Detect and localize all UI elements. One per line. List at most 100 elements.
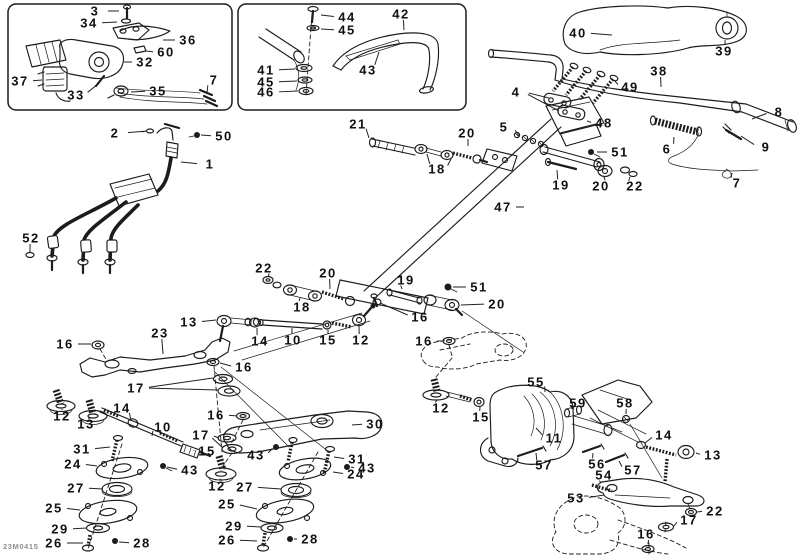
callout-56: 56 xyxy=(588,457,605,472)
callout-13: 13 xyxy=(704,448,721,463)
callout-44: 44 xyxy=(338,10,355,25)
callout-leader xyxy=(257,486,282,490)
grab-handle-inset xyxy=(237,3,467,111)
callout-7: 7 xyxy=(733,176,742,191)
callout-5: 5 xyxy=(500,120,509,135)
callout-4: 4 xyxy=(512,85,521,100)
callout-leader xyxy=(219,362,232,367)
callout-leader xyxy=(267,448,273,454)
callout-leader xyxy=(151,430,154,437)
callout-57: 57 xyxy=(624,463,641,478)
callout-leader xyxy=(556,169,559,180)
steering-arm-cluster-art xyxy=(205,366,383,552)
callout-leader xyxy=(130,90,146,93)
steering-column-art xyxy=(335,118,638,315)
callout-12: 12 xyxy=(432,401,449,416)
callout-leader xyxy=(647,539,650,545)
callout-leader xyxy=(211,437,224,449)
handlebar-assembly-art xyxy=(487,5,797,179)
callout-18: 18 xyxy=(428,162,445,177)
callout-14: 14 xyxy=(655,428,672,443)
callout-leader xyxy=(460,303,485,306)
callout-leader xyxy=(695,452,701,455)
callout-leader xyxy=(278,68,296,71)
callout-17: 17 xyxy=(680,513,697,528)
callout-leader xyxy=(447,158,452,166)
grab-handle-assembly-art xyxy=(258,5,440,96)
callout-12: 12 xyxy=(208,479,225,494)
callout-leader xyxy=(246,525,262,528)
callout-37: 37 xyxy=(11,74,28,89)
callout-51: 51 xyxy=(611,145,628,160)
callout-leader xyxy=(213,435,220,439)
callout-leader xyxy=(618,460,623,467)
callout-leader xyxy=(426,153,431,165)
callout-leader xyxy=(400,285,403,290)
callout-leader xyxy=(85,464,98,467)
callout-41: 41 xyxy=(257,63,274,78)
callout-12: 12 xyxy=(53,409,70,424)
callout-3: 3 xyxy=(91,4,100,19)
callout-59: 59 xyxy=(569,396,586,411)
callout-34: 34 xyxy=(80,16,97,31)
callout-leader xyxy=(570,407,575,410)
callout-leader xyxy=(161,338,164,355)
callout-leader xyxy=(434,399,438,403)
callout-leader xyxy=(402,19,405,31)
callout-22: 22 xyxy=(626,179,643,194)
callout-50: 50 xyxy=(215,129,232,144)
callout-leader xyxy=(148,377,214,388)
callout-16: 16 xyxy=(411,310,428,325)
callout-14: 14 xyxy=(251,334,268,349)
callout-leader xyxy=(32,79,43,82)
callout-48: 48 xyxy=(595,116,612,131)
callout-8: 8 xyxy=(775,105,784,120)
callout-leader xyxy=(588,494,605,498)
callout-53: 53 xyxy=(567,491,584,506)
callout-25: 25 xyxy=(45,501,62,516)
callout-leader xyxy=(350,466,355,469)
callout-7: 7 xyxy=(210,73,219,88)
callout-leader xyxy=(333,456,345,459)
callout-leader xyxy=(365,128,370,139)
callout-leader xyxy=(673,521,678,527)
callout-leader xyxy=(267,273,270,278)
steering-support-cluster-art xyxy=(420,331,705,555)
callout-leader xyxy=(180,161,198,165)
callout-43: 43 xyxy=(181,463,198,478)
callout-leader xyxy=(148,387,219,391)
callout-9: 9 xyxy=(762,140,771,155)
callout-28: 28 xyxy=(133,536,150,551)
callout-17: 17 xyxy=(127,381,144,396)
callout-leader xyxy=(298,297,301,302)
callout-leader xyxy=(94,446,111,450)
callout-16: 16 xyxy=(56,337,73,352)
callout-60: 60 xyxy=(157,45,174,60)
callout-52: 52 xyxy=(22,231,39,246)
callout-leader xyxy=(590,32,613,36)
callout-leader xyxy=(219,478,223,481)
callout-43: 43 xyxy=(358,461,375,476)
callout-leader xyxy=(730,172,733,178)
callout-leader xyxy=(332,471,344,474)
callout-21: 21 xyxy=(349,117,366,132)
callout-leader xyxy=(145,50,154,53)
callout-leader xyxy=(201,319,217,323)
callout-46: 46 xyxy=(257,85,274,100)
left-bushing-stack-art xyxy=(78,434,149,552)
callout-28: 28 xyxy=(301,532,318,547)
callout-leader xyxy=(514,129,520,137)
callout-leader xyxy=(239,539,258,542)
callout-leader xyxy=(644,436,653,444)
callout-29: 29 xyxy=(51,522,68,537)
callout-leader xyxy=(88,487,104,490)
callout-19: 19 xyxy=(552,178,569,193)
callout-1: 1 xyxy=(206,157,215,172)
callout-43: 43 xyxy=(247,448,264,463)
callout-15: 15 xyxy=(198,444,215,459)
callout-leader xyxy=(128,412,132,422)
callout-19: 19 xyxy=(397,273,414,288)
callout-leader xyxy=(118,541,130,544)
